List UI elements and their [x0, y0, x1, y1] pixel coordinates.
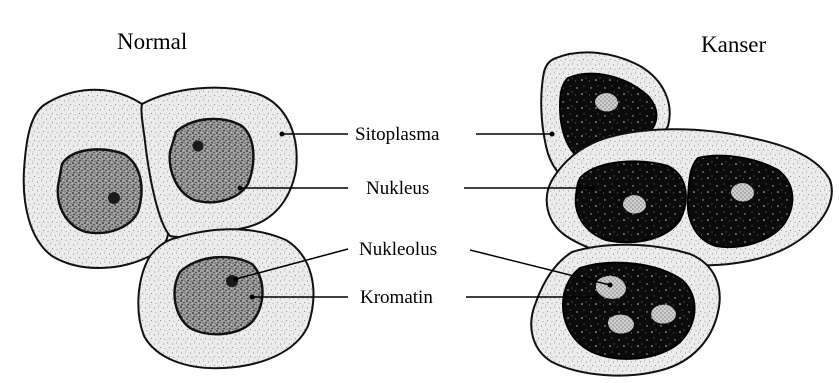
cytoplasm-pointer-dot-right — [550, 132, 555, 137]
cancer-heading: Kanser — [701, 32, 766, 57]
normal-nucleus-left — [58, 149, 142, 233]
normal-cells — [24, 88, 314, 369]
chromatin-label: Kromatin — [360, 287, 433, 308]
nucleus-label: Nukleus — [366, 178, 429, 199]
normal-nucleus-lower — [175, 257, 263, 334]
cancer-cells — [531, 52, 832, 375]
nucleus-pointer-dot-right — [590, 186, 595, 191]
normal-heading: Normal — [117, 29, 187, 54]
nucleolus-pointer-dot-right — [608, 283, 613, 288]
normal-nucleolus-left — [108, 192, 120, 204]
cytoplasm-label: Sitoplasma — [355, 124, 440, 145]
nucleolus-label: Nukleolus — [359, 239, 437, 260]
chromatin-pointer-dot-right — [594, 295, 599, 300]
normal-nucleolus-upper — [193, 141, 204, 152]
